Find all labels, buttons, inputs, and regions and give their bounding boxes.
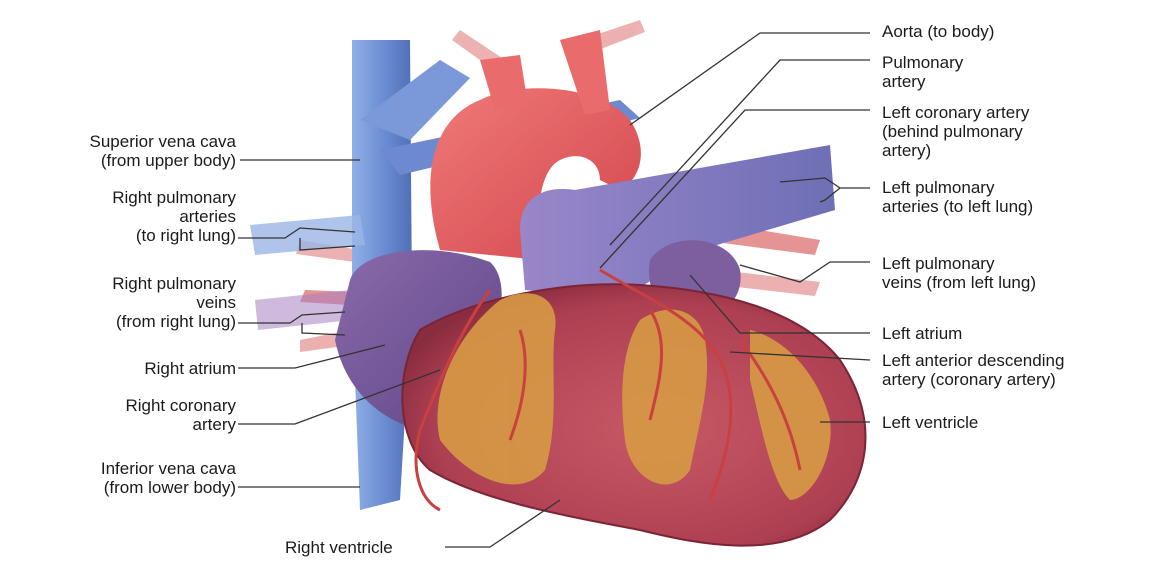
- label-superior-vena-cava: Superior vena cava (from upper body): [90, 132, 236, 170]
- label-aorta: Aorta (to body): [882, 22, 994, 41]
- label-right-pulmonary-veins: Right pulmonary veins (from right lung): [112, 274, 236, 331]
- label-left-atrium: Left atrium: [882, 324, 962, 343]
- label-left-anterior-descending: Left anterior descending artery (coronar…: [882, 351, 1064, 389]
- label-right-ventricle: Right ventricle: [285, 538, 393, 557]
- label-left-pulmonary-veins: Left pulmonary veins (from left lung): [882, 254, 1036, 292]
- label-right-pulmonary-arteries: Right pulmonary arteries (to right lung): [112, 188, 236, 245]
- label-left-pulmonary-arteries: Left pulmonary arteries (to left lung): [882, 178, 1033, 216]
- label-left-ventricle: Left ventricle: [882, 413, 978, 432]
- label-pulmonary-artery: Pulmonary artery: [882, 53, 963, 91]
- label-right-atrium: Right atrium: [144, 359, 236, 378]
- label-inferior-vena-cava: Inferior vena cava (from lower body): [101, 459, 236, 497]
- label-right-coronary-artery: Right coronary artery: [125, 396, 236, 434]
- label-left-coronary-artery: Left coronary artery (behind pulmonary a…: [882, 103, 1029, 160]
